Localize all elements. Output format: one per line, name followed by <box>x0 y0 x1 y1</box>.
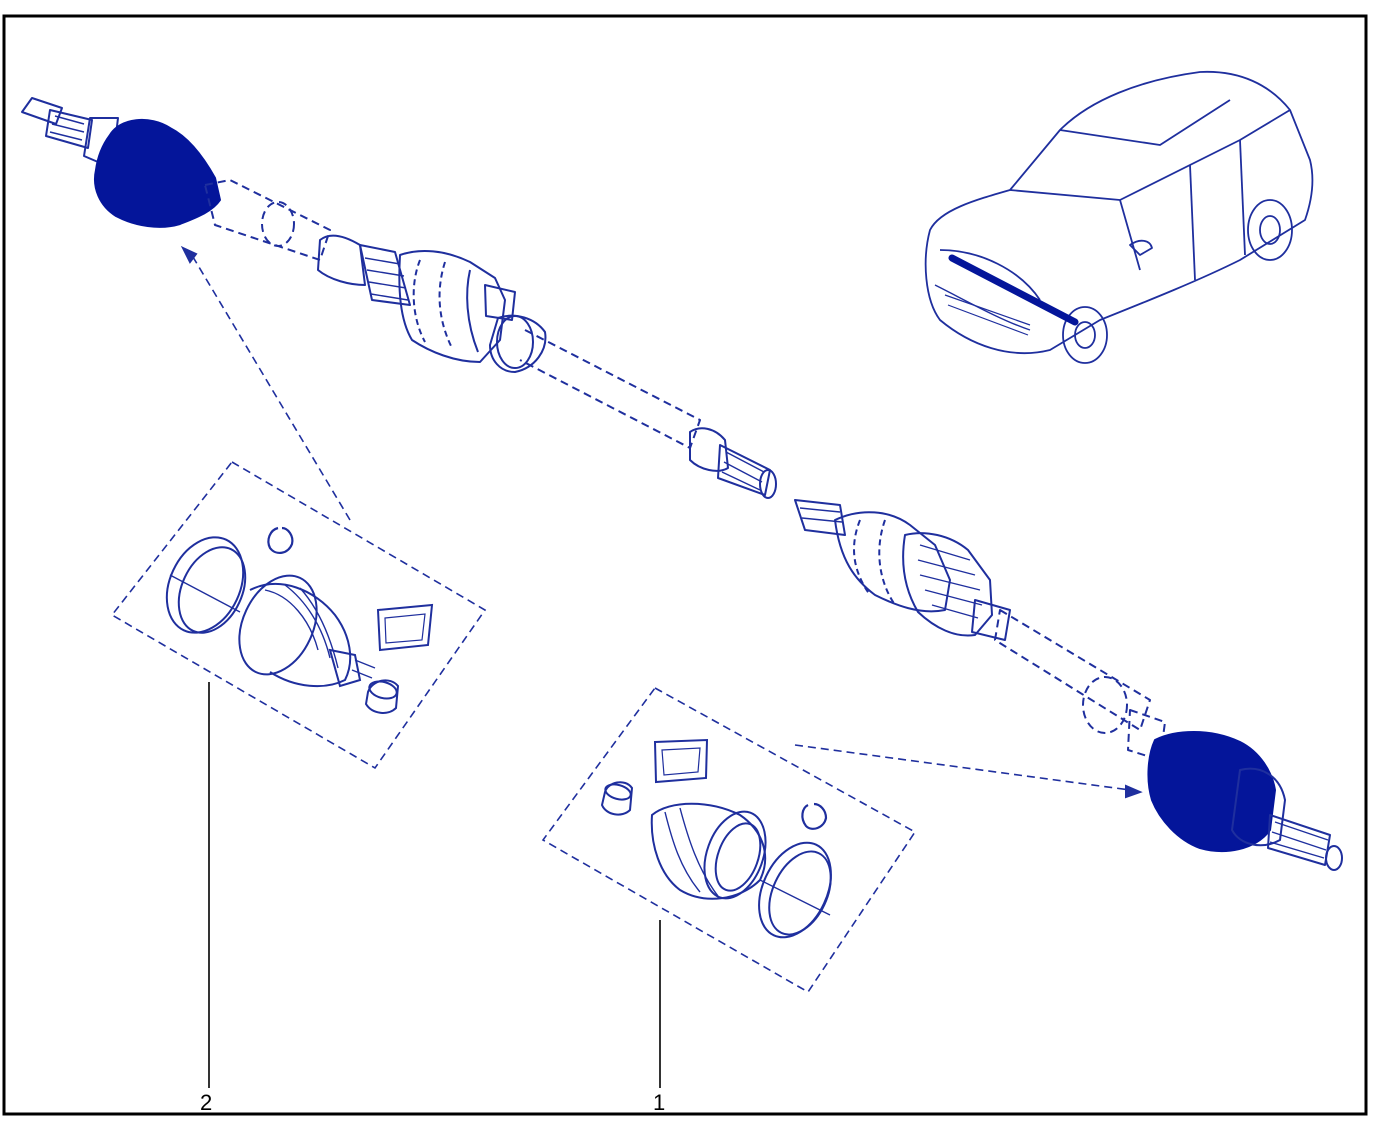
kit-1-grease-sachet <box>653 738 709 784</box>
kit-2-dashed-box <box>110 460 487 770</box>
centre-spline <box>689 427 777 499</box>
kit-2-large-clamp <box>165 536 247 634</box>
callout-number-1: 1 <box>653 1090 666 1115</box>
kit-1-arrow-head <box>1125 784 1143 799</box>
inner-joint-housing <box>317 234 547 373</box>
right-joint-housing <box>834 511 1011 641</box>
kit-2-small-clip <box>267 526 294 554</box>
kit-1-large-clamp <box>758 841 832 939</box>
kit-2-group <box>110 245 487 770</box>
lower-shaft-dashed <box>994 609 1166 761</box>
right-outer-boot <box>1147 731 1276 852</box>
left-outer-boot <box>94 118 221 228</box>
kit-2-grease-sachet <box>376 603 434 652</box>
kit-1-arrow-line <box>794 744 1131 791</box>
kit-2-small-clamp <box>364 679 400 714</box>
vehicle-location-icon <box>924 70 1314 364</box>
kit-1-dashed-box <box>541 686 917 994</box>
right-spline-stub <box>1231 767 1343 871</box>
diagram-frame <box>2 14 1368 1116</box>
kit-1-small-clamp <box>600 781 634 816</box>
kit-2-boot <box>238 574 376 688</box>
kit-2-arrow-head <box>180 245 198 264</box>
callout-number-2: 2 <box>200 1090 213 1115</box>
kit-1-boot <box>650 802 767 900</box>
kit-1-small-clip <box>801 802 828 830</box>
upper-shaft-dashed <box>204 179 331 261</box>
kit-1-group <box>541 686 1143 994</box>
centre-shaft-dashed <box>519 329 701 449</box>
drive-shaft <box>21 97 1343 871</box>
vehicle-shaft-highlight <box>948 254 1079 326</box>
kit-2-arrow-line <box>189 251 351 521</box>
